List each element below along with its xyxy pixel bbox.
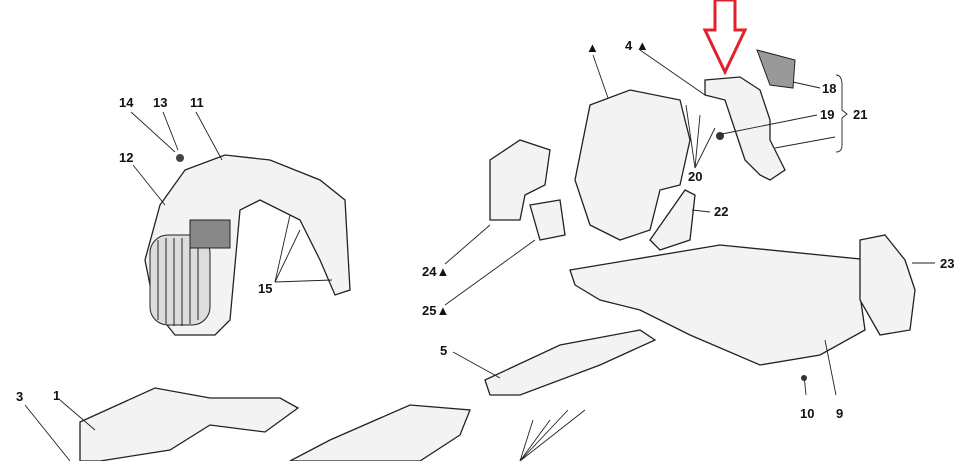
label-23: 23	[940, 256, 954, 271]
mesh-18	[756, 49, 796, 89]
label-9: 9	[836, 406, 843, 421]
label-11: 11	[190, 95, 204, 110]
label-22: 22	[714, 204, 728, 219]
label-12: 12	[119, 150, 133, 165]
rear-wheel-arch-liner	[489, 89, 691, 241]
label-3: 3	[16, 389, 23, 404]
panel-23	[859, 234, 916, 336]
label-14: 14	[119, 95, 134, 110]
shield-5	[484, 329, 657, 396]
bracket-22	[649, 189, 696, 251]
label-25: 25▲	[422, 303, 449, 318]
label-15: 15	[258, 281, 272, 296]
front-undertray	[79, 387, 300, 461]
grommet-19	[716, 132, 724, 140]
label-18: 18	[822, 81, 836, 96]
label-19: 19	[820, 107, 834, 122]
label-10: 10	[800, 406, 814, 421]
trim-panel-21	[704, 49, 796, 181]
label-21: 21	[853, 107, 867, 122]
label-1: 1	[53, 388, 60, 403]
center-undertray	[289, 404, 471, 461]
underbody-panel	[569, 244, 871, 366]
clip-13	[176, 154, 184, 162]
label-13: 13	[153, 95, 167, 110]
fastener-10	[801, 375, 807, 381]
label-5: 5	[440, 343, 447, 358]
label-20: 20	[688, 169, 702, 184]
highlight-arrow-icon	[702, 0, 748, 76]
label-4: 4 ▲	[625, 38, 649, 53]
label-triangle: ▲	[586, 40, 599, 55]
label-24: 24▲	[422, 264, 449, 279]
front-wheel-arch-liner	[144, 154, 351, 336]
